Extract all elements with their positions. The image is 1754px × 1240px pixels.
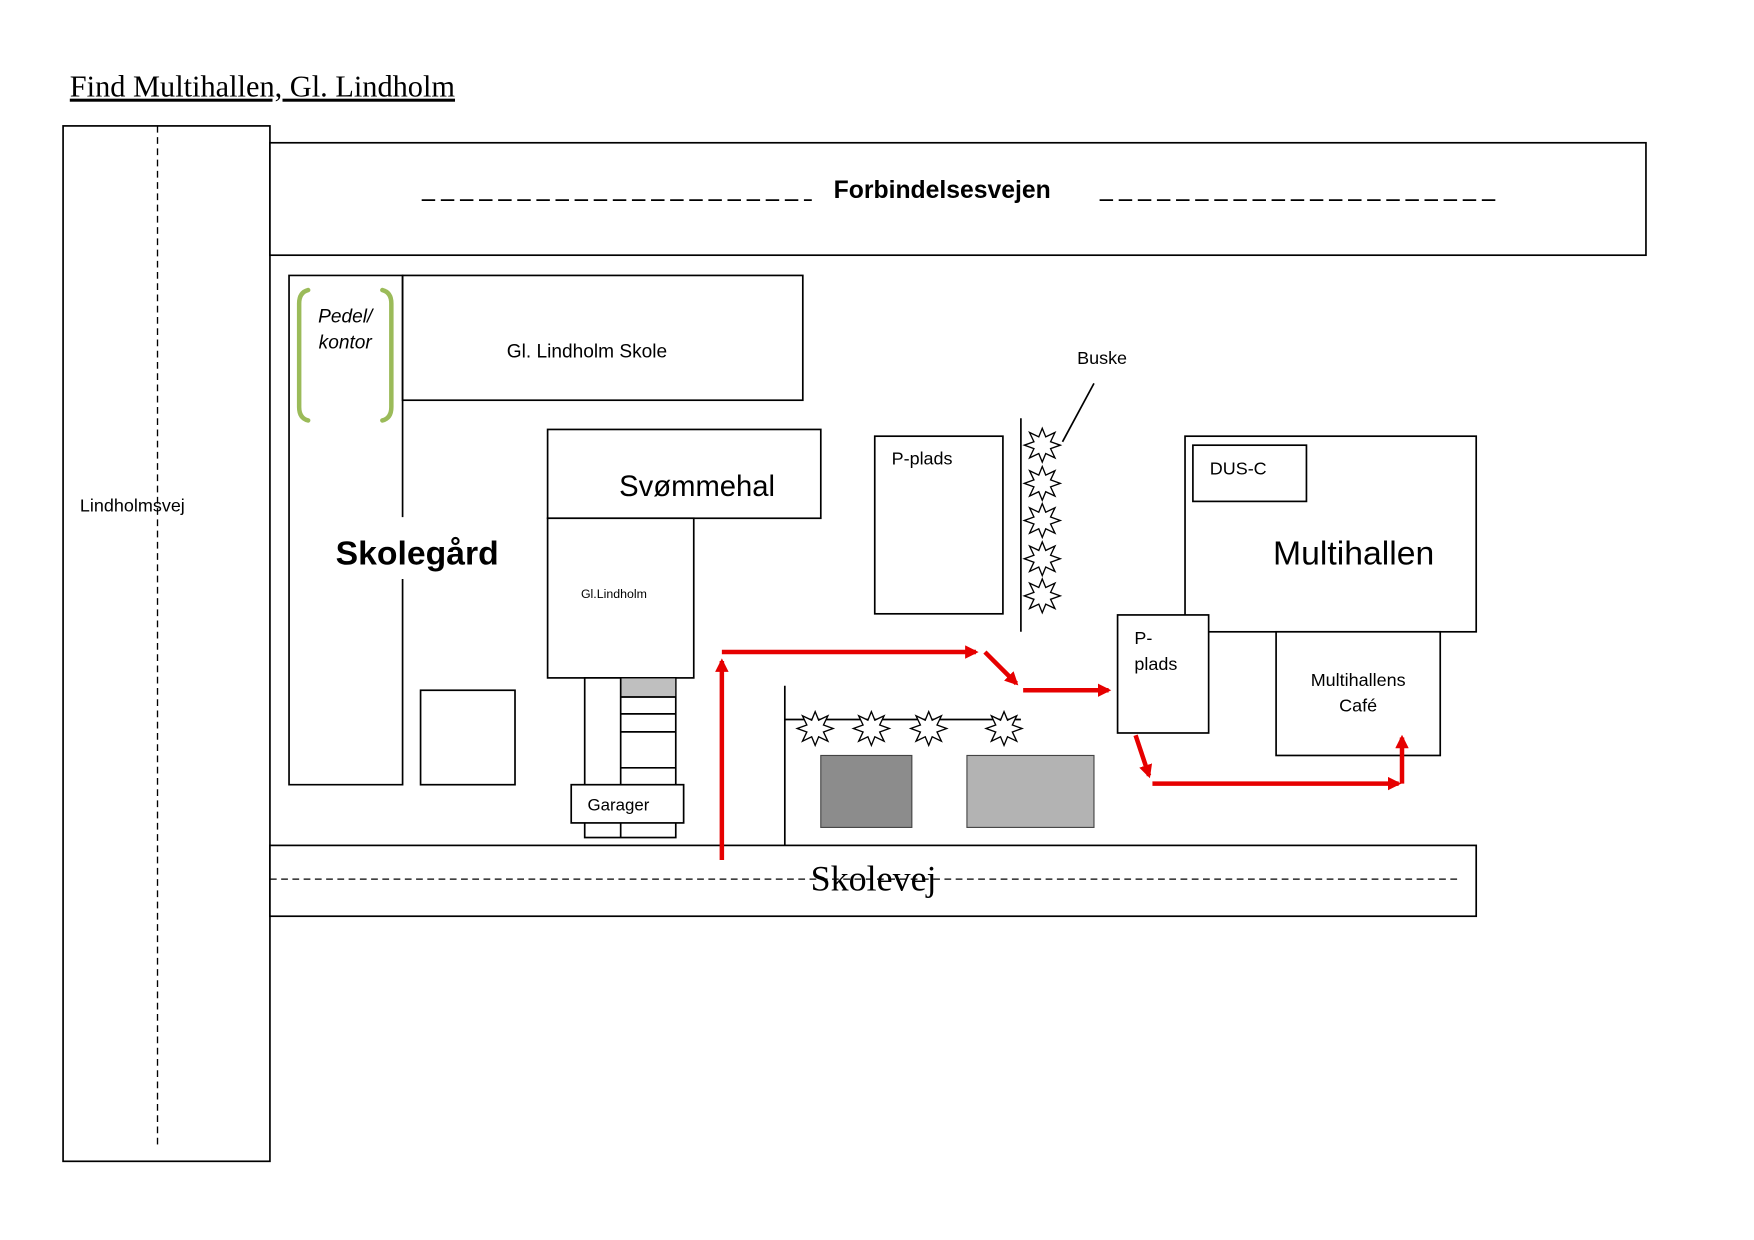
bracket-left-icon bbox=[296, 287, 311, 423]
area-skolegaard: Skolegård bbox=[288, 274, 499, 786]
small-building bbox=[419, 689, 516, 786]
building-cafe: Multihallens Café bbox=[1275, 630, 1442, 757]
parking-2: P- plads bbox=[1116, 614, 1210, 734]
parking-label-2-line1: P- bbox=[1134, 628, 1152, 648]
hedge-vertical bbox=[1020, 418, 1061, 632]
light-gray-box bbox=[966, 754, 1095, 828]
bracket-right-icon bbox=[380, 287, 394, 423]
bush-icon bbox=[1023, 465, 1061, 501]
building-skole: Gl. Lindholm Skole bbox=[401, 274, 804, 402]
bush-icon bbox=[910, 710, 948, 747]
building-label-dus-c: DUS-C bbox=[1210, 458, 1267, 478]
area-label-skolegaard: Skolegård bbox=[336, 534, 499, 572]
pedel-kontor: Pedel/ kontor bbox=[296, 287, 394, 423]
road-lindholmsvej: Lindholmsvej bbox=[62, 125, 271, 1163]
building-svommehal: Svømmehal bbox=[546, 428, 822, 520]
parking-1: P-plads bbox=[873, 435, 1004, 615]
building-label-garager: Garager bbox=[588, 796, 650, 815]
buske-callout: Buske bbox=[1061, 348, 1127, 443]
bush-icon bbox=[1023, 427, 1061, 463]
building-multihallen: DUS-C Multihallen bbox=[1184, 435, 1478, 633]
garage-shaded-cell bbox=[620, 677, 677, 698]
road-label-skolevej: Skolevej bbox=[811, 858, 937, 898]
pedel-label-line2: kontor bbox=[319, 333, 373, 354]
route-arrow bbox=[983, 650, 1019, 686]
dark-gray-box bbox=[820, 754, 913, 828]
building-label-multihallen: Multihallen bbox=[1273, 534, 1434, 572]
pedel-label-line1: Pedel/ bbox=[318, 307, 374, 328]
map-title: Find Multihallen, Gl. Lindholm bbox=[70, 70, 456, 104]
route-arrow bbox=[1133, 734, 1153, 779]
building-label-skole: Gl. Lindholm Skole bbox=[507, 341, 667, 362]
bush-icon bbox=[1023, 541, 1061, 577]
road-label-lindholmsvej: Lindholmsvej bbox=[80, 496, 185, 516]
parking-label-1: P-plads bbox=[892, 448, 953, 468]
building-dus-c bbox=[1192, 444, 1308, 503]
parking-label-2-line2: plads bbox=[1134, 654, 1177, 674]
bush-icon bbox=[1023, 578, 1061, 614]
bush-icon bbox=[1023, 502, 1061, 539]
road-forbindelsesvejen: Forbindelsesvejen bbox=[269, 141, 1647, 257]
bush-icon bbox=[852, 710, 891, 747]
building-label-cafe-line2: Café bbox=[1339, 696, 1377, 716]
building-label-cafe-line1: Multihallens bbox=[1311, 670, 1406, 690]
route-to-multihallen bbox=[715, 645, 1409, 861]
building-label-svommehal: Svømmehal bbox=[619, 471, 775, 503]
buske-label: Buske bbox=[1077, 348, 1127, 368]
bush-icon bbox=[985, 710, 1023, 747]
building-label-gl-lindholm: Gl.Lindholm bbox=[581, 587, 647, 601]
road-label-forbindelsesvejen: Forbindelsesvejen bbox=[834, 177, 1051, 204]
building-garager: Garager bbox=[570, 677, 685, 839]
road-skolevej: Skolevej bbox=[269, 844, 1478, 918]
bush-icon bbox=[796, 710, 834, 747]
lower-yard bbox=[783, 685, 1095, 846]
building-gl-lindholm: Gl.Lindholm bbox=[546, 517, 695, 679]
